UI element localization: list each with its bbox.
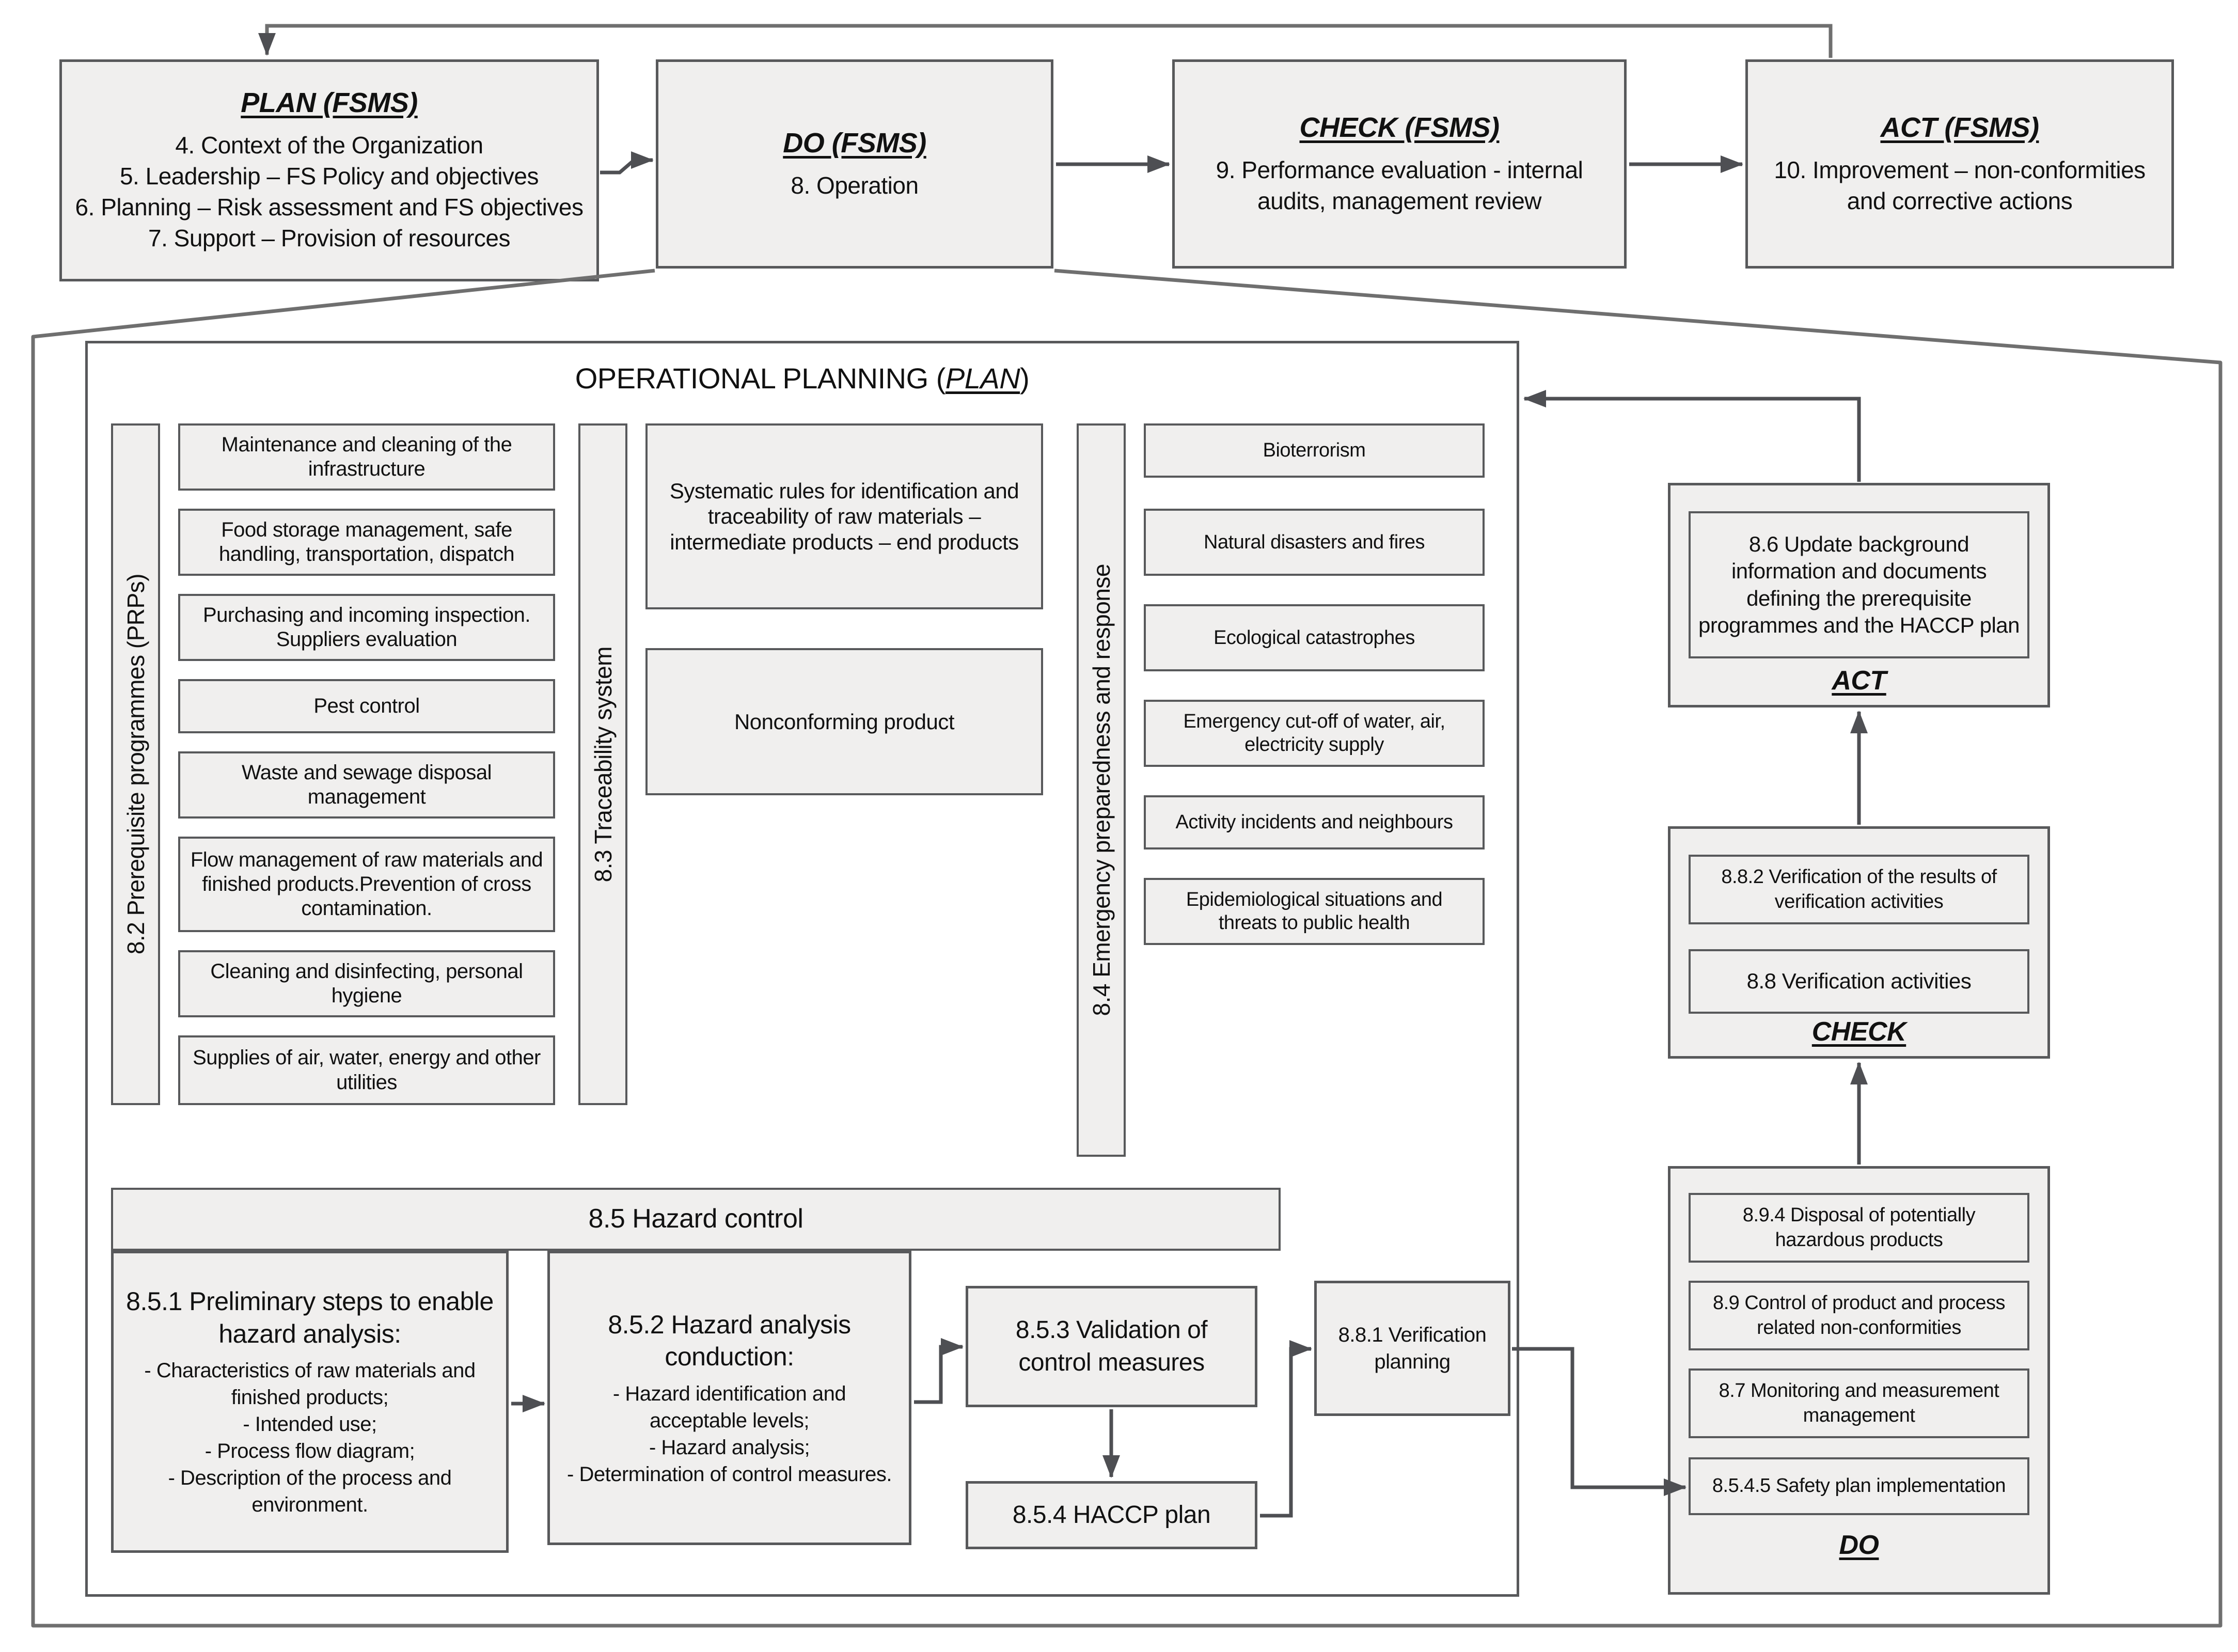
emergency-item-ecological: Ecological catastrophes <box>1144 604 1485 671</box>
prps-item-waste-sewage: Waste and sewage disposal management <box>178 751 555 819</box>
arrow-plan-to-do <box>600 151 654 175</box>
prps-item-maintenance: Maintenance and cleaning of the infrastr… <box>178 423 555 491</box>
prps-item-cleaning-hygiene: Cleaning and disinfecting, personal hygi… <box>178 950 555 1017</box>
plan-line-context: 4. Context of the Organization <box>175 132 483 159</box>
do-section-label: DO <box>1839 1530 1880 1560</box>
check-88-box: 8.8 Verification activities <box>1689 949 2029 1014</box>
hazard-852-title: 8.5.2 Hazard analysis conduction: <box>608 1310 851 1372</box>
hazard-851-item-characteristics: - Characteristics of raw materials and f… <box>144 1359 476 1409</box>
hazard-851-item-flow-diagram: - Process flow diagram; <box>204 1440 415 1462</box>
operational-planning-title-post: ) <box>1020 362 1030 395</box>
hazard-851-item-intended-use: - Intended use; <box>243 1413 377 1436</box>
operational-planning-title-pre: OPERATIONAL PLANNING ( <box>575 362 946 395</box>
prps-item-food-storage: Food storage management, safe handling, … <box>178 509 555 576</box>
prps-sidebar: 8.2 Prerequisite programmes (PRPs) <box>111 423 160 1105</box>
emergency-sidebar: 8.4 Emergency preparedness and response <box>1077 423 1126 1157</box>
prps-sidebar-label: 8.2 Prerequisite programmes (PRPs) <box>122 574 149 955</box>
emergency-sidebar-label: 8.4 Emergency preparedness and response <box>1088 564 1115 1016</box>
plan-line-support: 7. Support – Provision of resources <box>148 224 510 251</box>
emergency-item-natural-disasters: Natural disasters and fires <box>1144 509 1485 576</box>
act-fsms-title: ACT (FSMS) <box>1880 112 2039 143</box>
traceability-item-nonconforming: Nonconforming product <box>645 648 1043 795</box>
hazard-852-box: 8.5.2 Hazard analysis conduction: - Haza… <box>547 1251 911 1545</box>
check-fsms-title: CHECK (FSMS) <box>1299 112 1500 143</box>
do-fsms-title: DO (FSMS) <box>783 127 926 159</box>
verification-planning-881-label: 8.8.1 Verification planning <box>1338 1324 1487 1373</box>
arrow-act-to-operational-planning <box>1523 390 1861 482</box>
do-89-box: 8.9 Control of product and process relat… <box>1689 1281 2029 1350</box>
operational-planning-title: OPERATIONAL PLANNING (PLAN) <box>85 361 1519 395</box>
emergency-item-cutoff: Emergency cut-off of water, air, electri… <box>1144 700 1485 767</box>
hazard-854-label: 8.5.4 HACCP plan <box>1012 1501 1211 1529</box>
plan-line-planning: 6. Planning – Risk assessment and FS obj… <box>75 194 584 221</box>
act-fsms-box: ACT (FSMS) 10. Improvement – non-conform… <box>1745 59 2174 269</box>
arrow-act-feedback-to-plan <box>258 24 1833 58</box>
hazard-851-box: 8.5.1 Preliminary steps to enable hazard… <box>111 1251 509 1553</box>
do-894-box: 8.9.4 Disposal of potentially hazardous … <box>1689 1193 2029 1263</box>
emergency-item-bioterrorism: Bioterrorism <box>1144 423 1485 478</box>
prps-item-pest-control: Pest control <box>178 679 555 733</box>
plan-line-leadership: 5. Leadership – FS Policy and objectives <box>119 163 539 190</box>
do-8545-box: 8.5.4.5 Safety plan implementation <box>1689 1457 2029 1515</box>
act-86-box: 8.6 Update background information and do… <box>1689 511 2029 658</box>
prps-item-purchasing: Purchasing and incoming inspection. Supp… <box>178 594 555 661</box>
hazard-853-label: 8.5.3 Validation of control measures <box>1015 1316 1208 1376</box>
arrow-881-to-8545 <box>1512 1347 1687 1496</box>
traceability-item-systematic-rules: Systematic rules for identification and … <box>645 423 1043 609</box>
prps-item-supplies: Supplies of air, water, energy and other… <box>178 1035 555 1105</box>
plan-fsms-title: PLAN (FSMS) <box>241 87 418 119</box>
emergency-item-epidemiological: Epidemiological situations and threats t… <box>1144 878 1485 945</box>
check-882-box: 8.8.2 Verification of the results of ver… <box>1689 855 2029 924</box>
hazard-851-title: 8.5.1 Preliminary steps to enable hazard… <box>126 1287 494 1348</box>
hazard-851-item-description: - Description of the process and environ… <box>168 1467 452 1516</box>
do-87-box: 8.7 Monitoring and measurement managemen… <box>1689 1368 2029 1438</box>
plan-fsms-box: PLAN (FSMS) 4. Context of the Organizati… <box>59 59 599 281</box>
traceability-sidebar-label: 8.3 Traceability system <box>589 646 617 883</box>
do-line-operation: 8. Operation <box>791 171 919 199</box>
prps-item-flow-management: Flow management of raw materials and fin… <box>178 837 555 932</box>
operational-planning-title-plan: PLAN <box>945 362 1020 395</box>
verification-planning-881-box: 8.8.1 Verification planning <box>1314 1281 1510 1416</box>
hazard-853-box: 8.5.3 Validation of control measures <box>966 1286 1257 1407</box>
hazard-852-item-analysis: - Hazard analysis; <box>649 1436 810 1459</box>
traceability-sidebar: 8.3 Traceability system <box>578 423 627 1105</box>
emergency-item-activity-incidents: Activity incidents and neighbours <box>1144 795 1485 849</box>
check-line-performance: 9. Performance evaluation - internal aud… <box>1216 156 1583 214</box>
hazard-854-box: 8.5.4 HACCP plan <box>966 1481 1257 1549</box>
check-section-label: CHECK <box>1811 1017 1906 1047</box>
hazard-control-banner: 8.5 Hazard control <box>111 1188 1281 1251</box>
hazard-852-item-determination: - Determination of control measures. <box>567 1462 892 1486</box>
do-fsms-box: DO (FSMS) 8. Operation <box>656 59 1053 269</box>
act-section-label: ACT <box>1832 666 1886 696</box>
check-fsms-box: CHECK (FSMS) 9. Performance evaluation -… <box>1172 59 1627 269</box>
act-line-improvement: 10. Improvement – non-conformities and c… <box>1774 156 2146 214</box>
hazard-852-item-identification: - Hazard identification and acceptable l… <box>612 1382 846 1432</box>
